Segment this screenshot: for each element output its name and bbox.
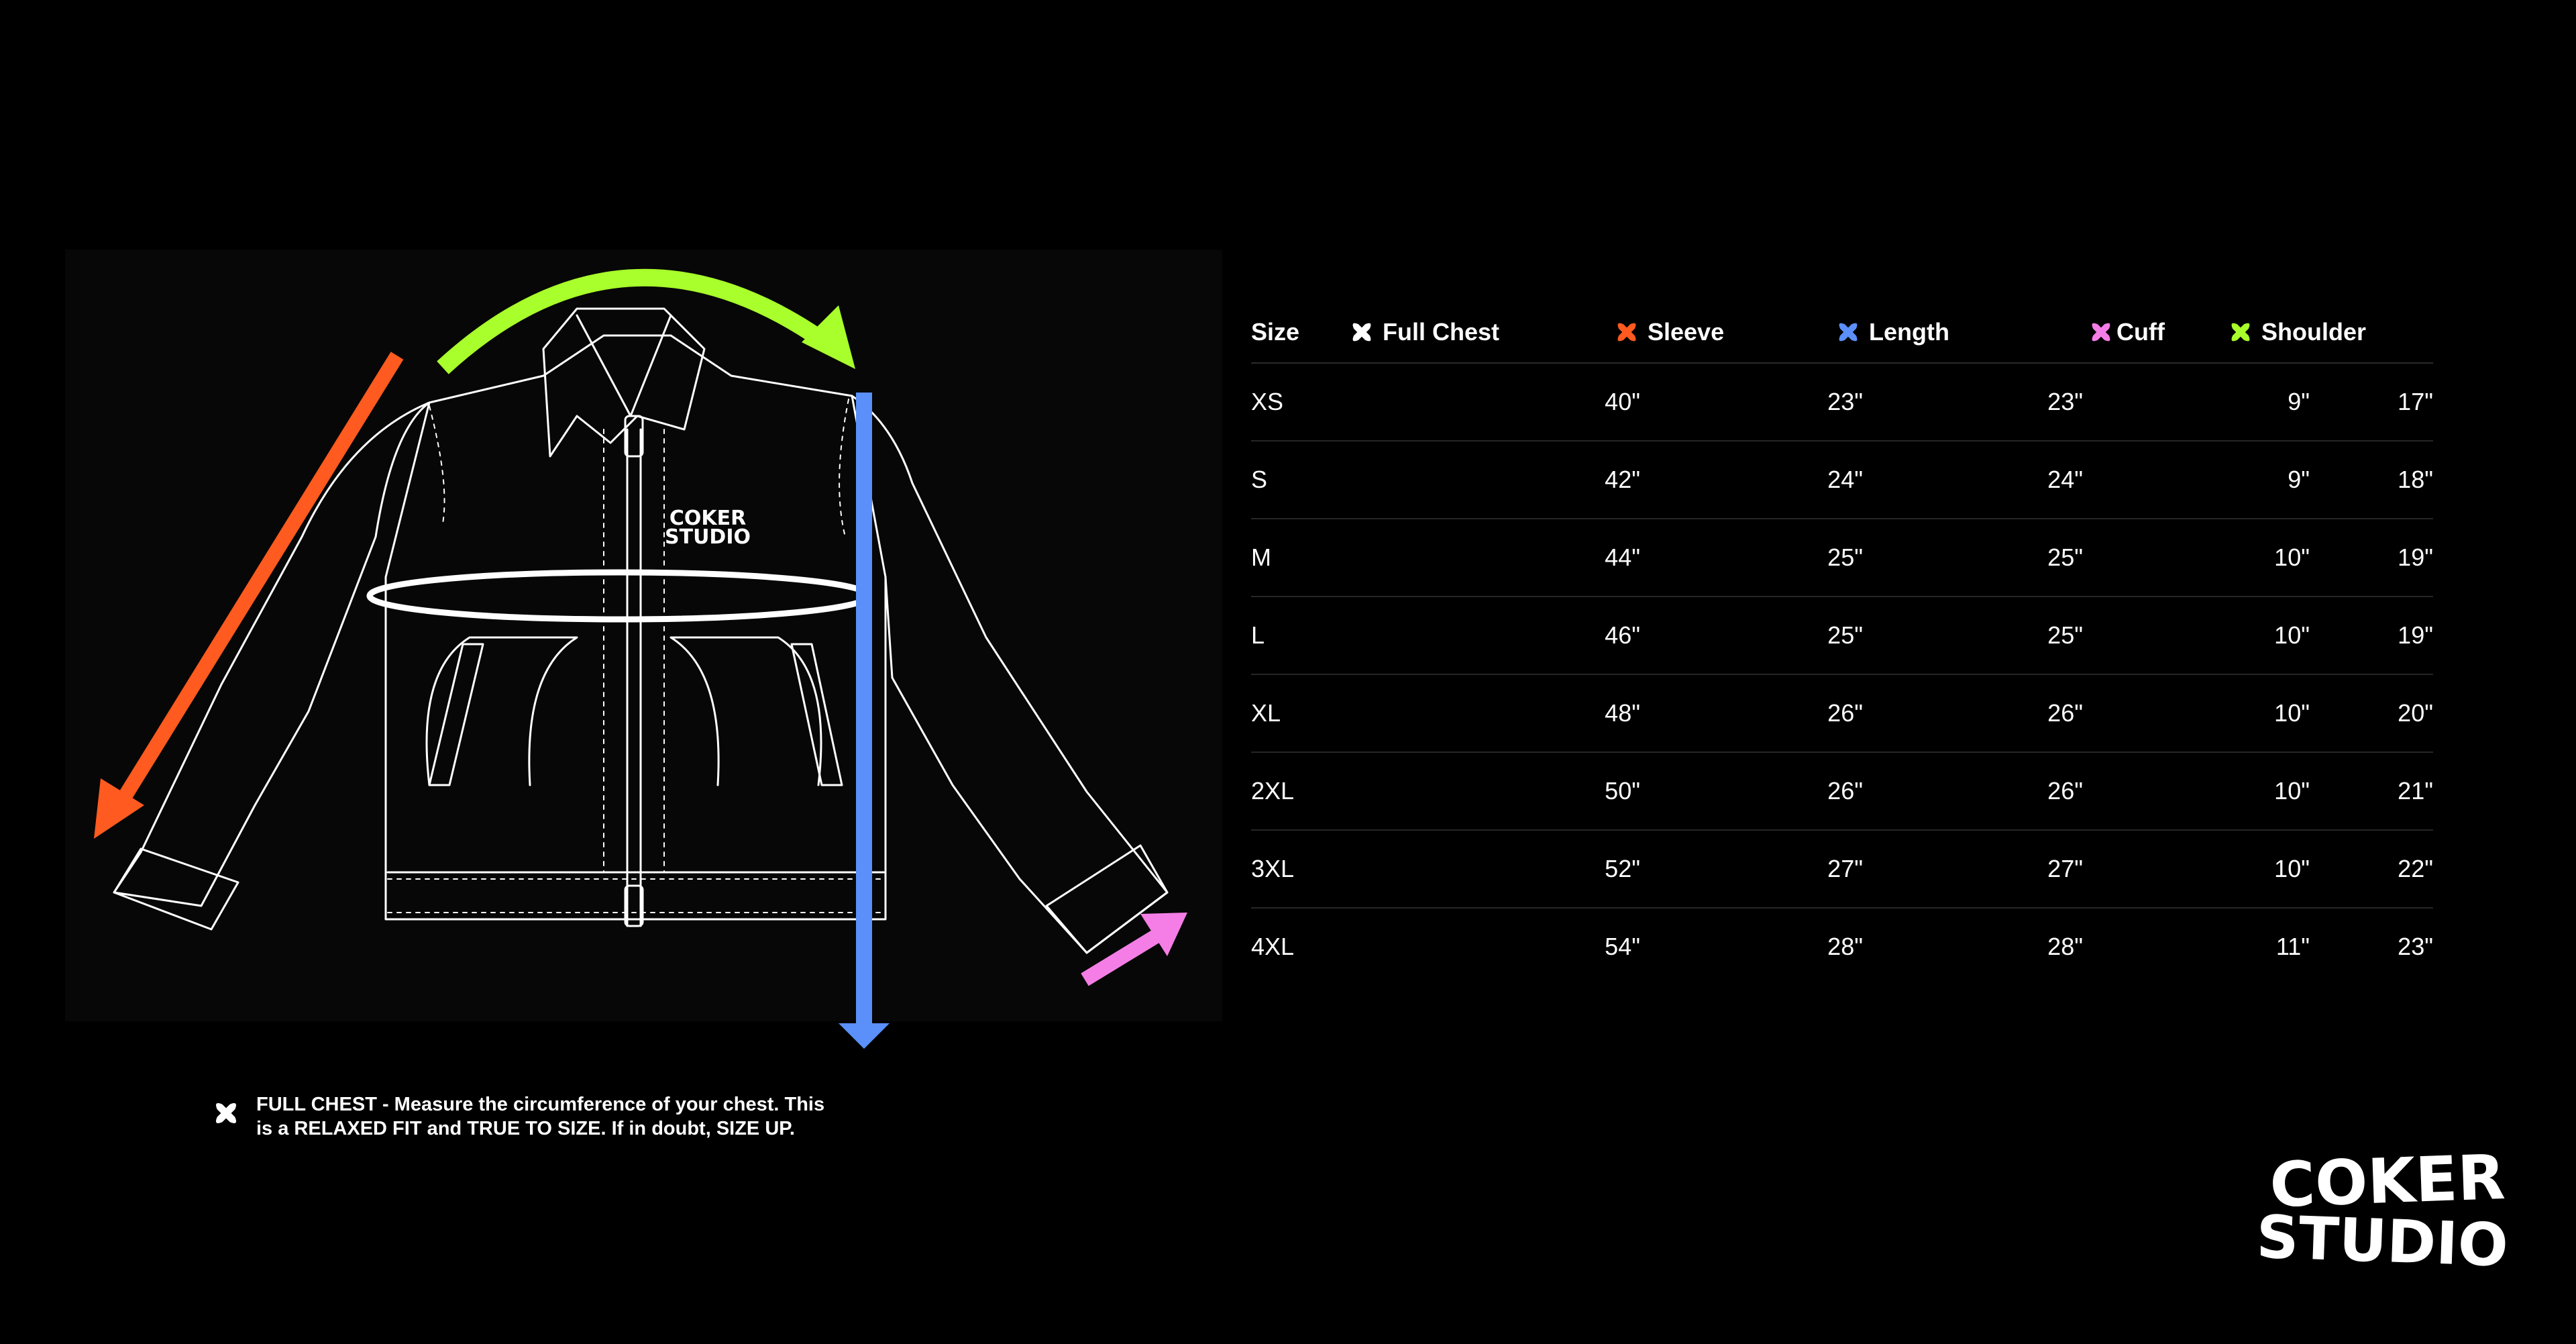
table-row: S 42" 24" 24" 9" 18" [1251,442,2433,519]
cell-sleeve: 24" [1827,466,1863,493]
table-row: L 46" 25" 25" 10" 19" [1251,597,2433,675]
header-sleeve: Sleeve [1615,318,1724,346]
table-row: 4XL 54" 28" 28" 11" 23" [1251,909,2433,985]
fit-note-line-2: is a RELAXED FIT and TRUE TO SIZE. If in… [256,1118,795,1139]
cell-length: 26" [2047,777,2083,805]
jacket-right-sleeve [851,395,1169,954]
cell-full-chest: 48" [1605,699,1640,727]
cell-length: 23" [2047,388,2083,415]
cell-sleeve: 25" [1827,621,1863,649]
cell-size: S [1251,466,1268,493]
cell-size: 4XL [1251,933,1295,960]
sleeve-measure-arrow [94,352,404,839]
header-length: Length [1837,318,1949,346]
jacket-left-cuff [113,847,239,931]
cell-size: L [1251,621,1265,649]
fit-note: FULL CHEST - Measure the circumference o… [256,1092,941,1141]
cell-size: M [1251,544,1271,571]
cell-shoulder: 22" [2398,855,2433,882]
jacket-left-sleeve [113,401,431,907]
cell-cuff: 11" [2275,933,2310,960]
jacket-right-pocket [669,636,822,786]
cell-sleeve: 27" [1827,855,1863,882]
cell-full-chest: 52" [1605,855,1640,882]
full-chest-measure [366,569,872,623]
cell-size: XS [1251,388,1284,415]
cell-shoulder: 23" [2398,933,2433,960]
jacket-collar [542,307,706,458]
x-cross-icon [1617,323,1636,342]
header-cuff: Cuff [2090,318,2165,346]
jacket-left-pocket [425,636,578,786]
cell-size: 3XL [1251,855,1295,882]
cell-shoulder: 21" [2398,777,2433,805]
cell-shoulder: 19" [2398,544,2433,571]
table-header-row: Size Full Chest Sleeve Length Cuff Shoul… [1251,309,2433,364]
header-full-chest: Full Chest [1350,318,1499,346]
cell-sleeve: 26" [1827,699,1863,727]
table-row: XL 48" 26" 26" 10" 20" [1251,675,2433,753]
cell-cuff: 10" [2274,855,2310,882]
table-row: 3XL 52" 27" 27" 10" 22" [1251,831,2433,909]
cell-full-chest: 54" [1605,933,1640,960]
cell-size: 2XL [1251,777,1295,805]
size-chart-table: Size Full Chest Sleeve Length Cuff Shoul… [1251,309,2433,985]
cuff-measure-arrow [1081,913,1187,986]
x-cross-icon [2231,323,2250,342]
cell-cuff: 10" [2274,621,2310,649]
cell-sleeve: 23" [1827,388,1863,415]
cell-cuff: 10" [2274,777,2310,805]
table-body: XS 40" 23" 23" 9" 17" S 42" 24" 24" 9" 1… [1251,364,2433,985]
cell-cuff: 10" [2274,699,2310,727]
cell-length: 25" [2047,621,2083,649]
x-cross-icon [2092,323,2110,342]
jacket-right-cuff [1045,844,1169,954]
length-measure-arrow [839,393,890,1049]
cell-size: XL [1251,699,1281,727]
cell-sleeve: 26" [1827,777,1863,805]
header-shoulder: Shoulder [2229,318,2366,346]
cell-sleeve: 25" [1827,544,1863,571]
fit-note-line-1: FULL CHEST - Measure the circumference o… [256,1094,825,1115]
cell-length: 24" [2047,466,2083,493]
jacket-collar-inner [576,314,672,417]
cell-shoulder: 18" [2398,466,2433,493]
cell-length: 28" [2047,933,2083,960]
cell-length: 26" [2047,699,2083,727]
cell-full-chest: 40" [1605,388,1640,415]
logo-line-1: COKER [2269,1141,2506,1221]
jacket-body-outline [384,334,887,921]
shoulder-measure-arrow [437,268,855,374]
svg-text:STUDIO: STUDIO [665,525,751,549]
table-row: XS 40" 23" 23" 9" 17" [1251,364,2433,442]
cell-full-chest: 46" [1605,621,1640,649]
table-row: 2XL 50" 26" 26" 10" 21" [1251,753,2433,831]
cell-cuff: 9" [2288,466,2310,493]
cell-cuff: 9" [2288,388,2310,415]
cell-shoulder: 19" [2398,621,2433,649]
jacket-chest-logo: COKER [669,507,746,530]
brand-logo: COKER STUDIO [2261,1141,2509,1275]
cell-full-chest: 50" [1605,777,1640,805]
cell-length: 25" [2047,544,2083,571]
x-cross-icon [1839,323,1858,342]
cell-length: 27" [2047,855,2083,882]
cell-full-chest: 44" [1605,544,1640,571]
cell-shoulder: 20" [2398,699,2433,727]
cell-cuff: 10" [2274,544,2310,571]
header-size: Size [1251,318,1300,346]
x-cross-icon [215,1102,237,1124]
cell-shoulder: 17" [2398,388,2433,415]
table-row: M 44" 25" 25" 10" 19" [1251,519,2433,597]
cell-sleeve: 28" [1827,933,1863,960]
x-cross-icon [1352,323,1371,342]
logo-line-2: STUDIO [2261,1202,2509,1275]
cell-full-chest: 42" [1605,466,1640,493]
